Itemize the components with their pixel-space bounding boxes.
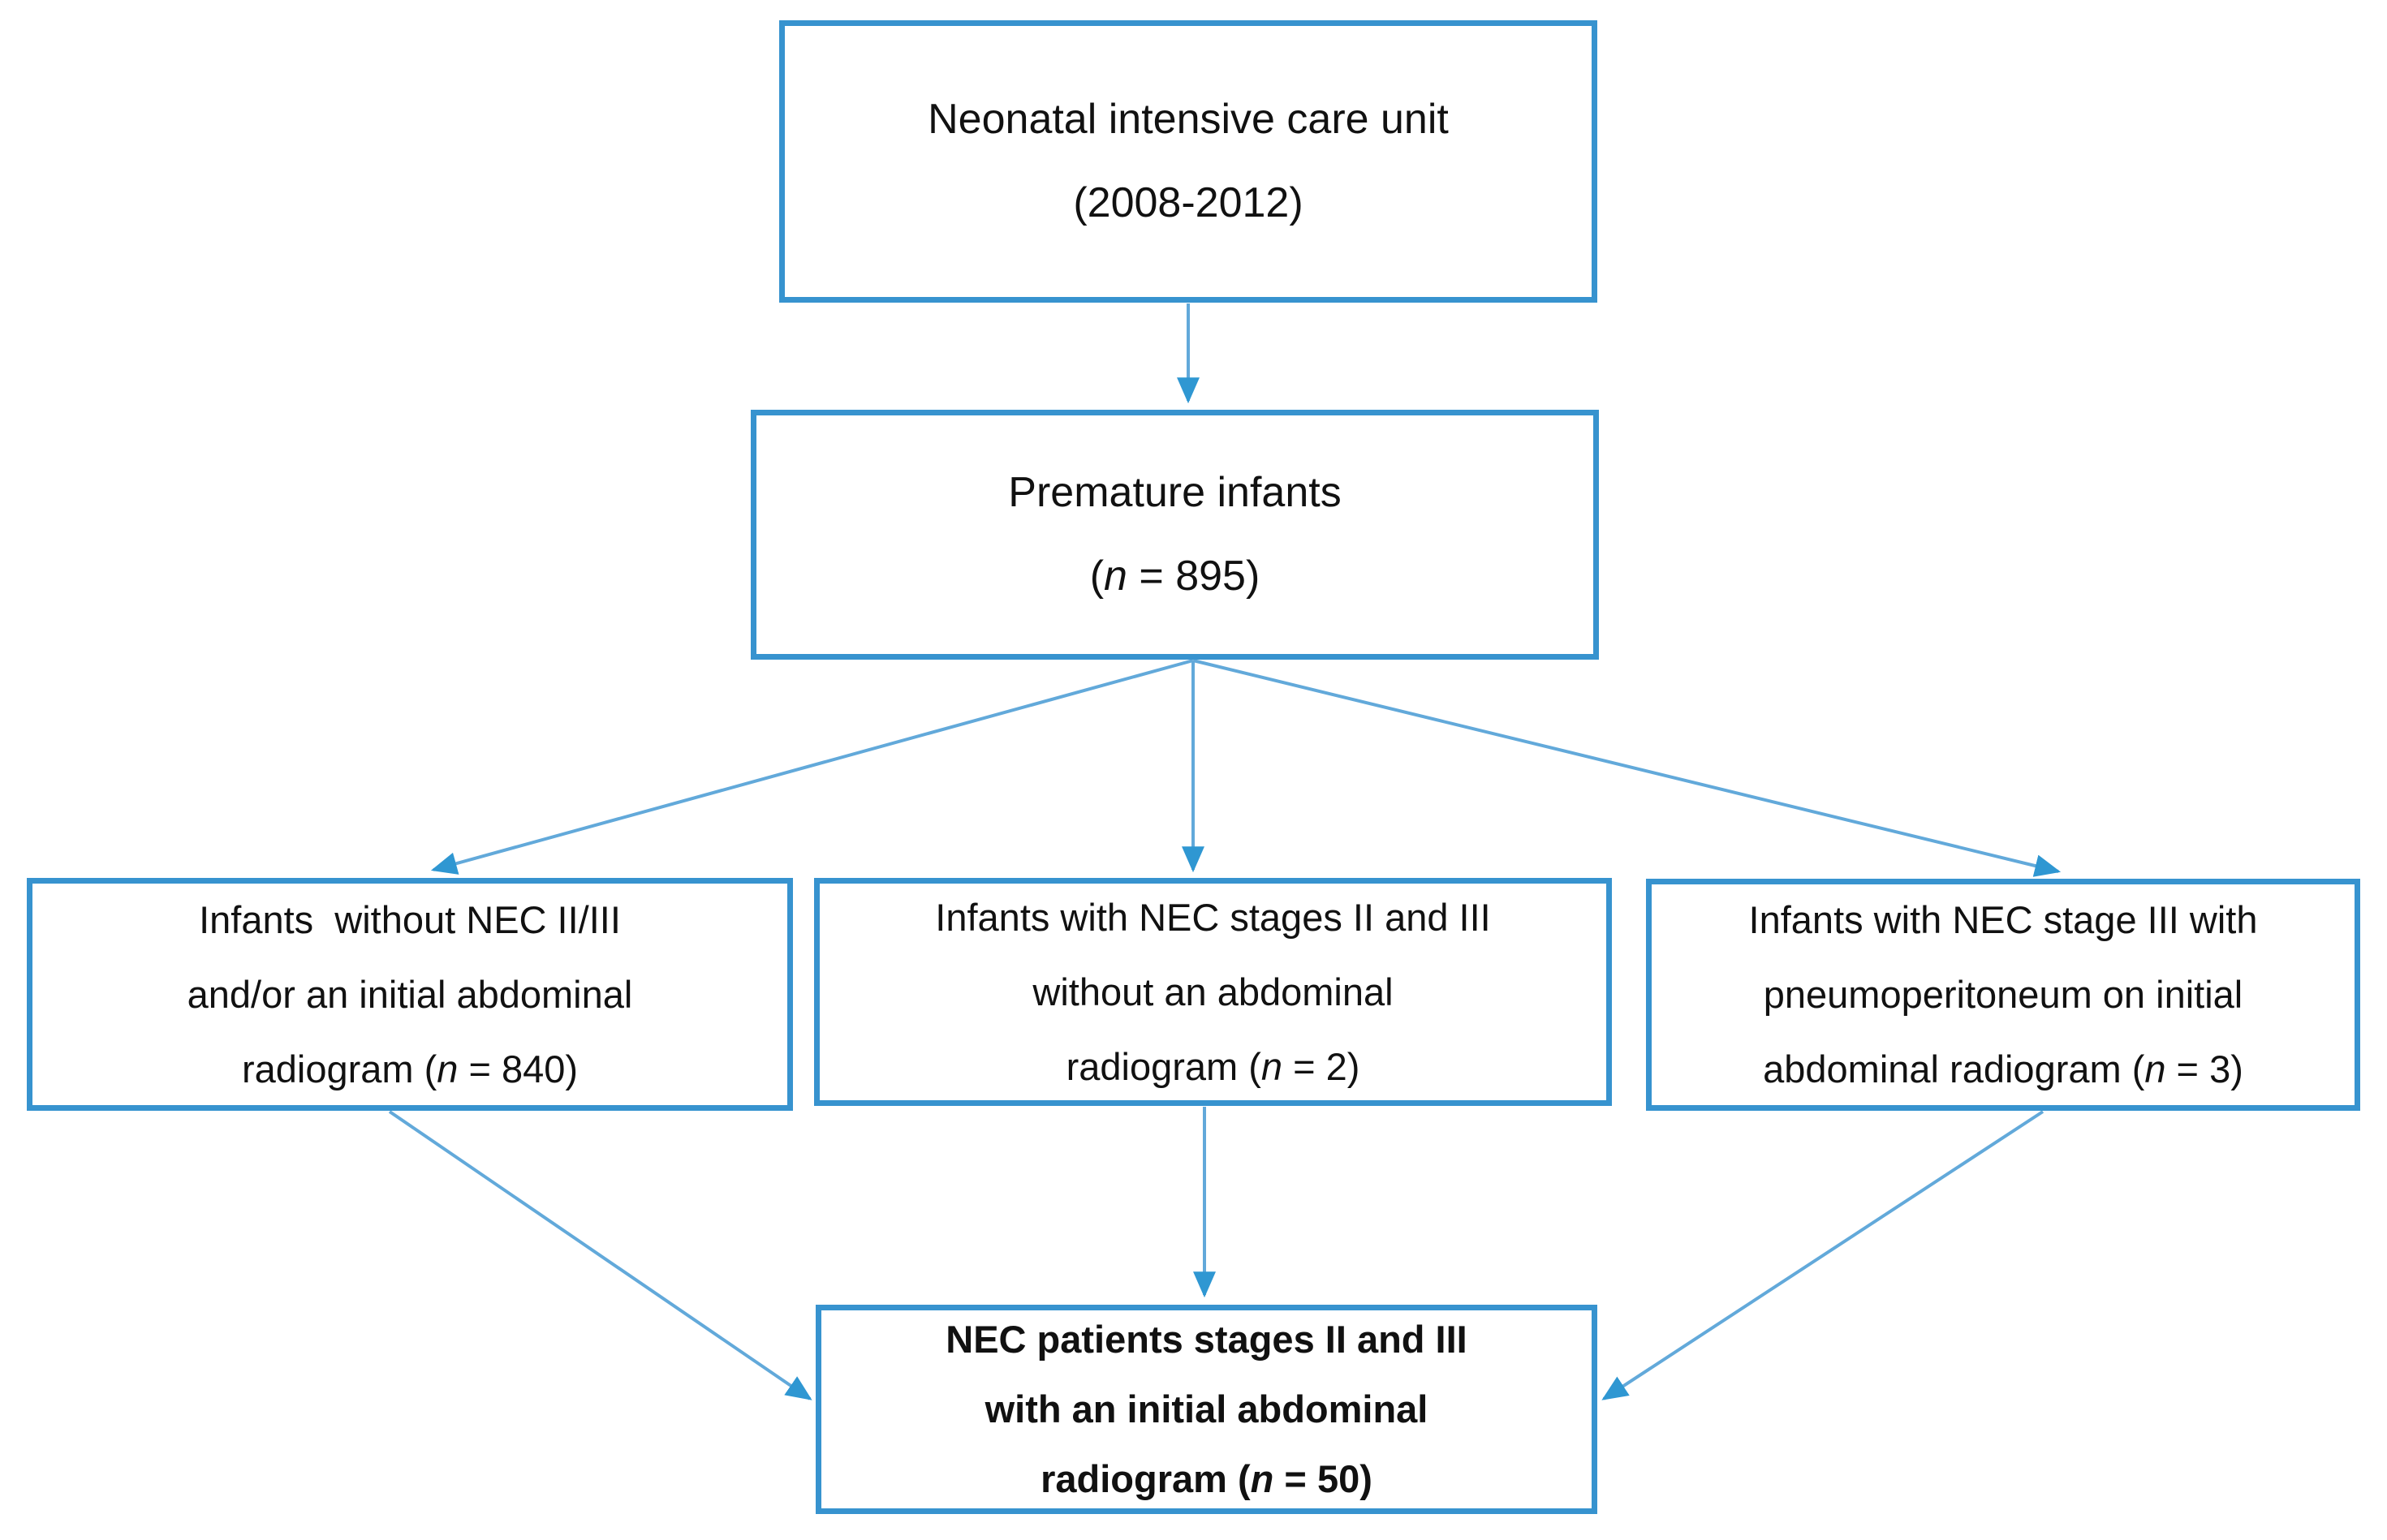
without-nec-line-2: and/or an initial abdominal: [187, 957, 633, 1032]
n-variable: n: [2144, 1047, 2166, 1090]
text-segment: Infants with NEC stage III with: [1748, 898, 2258, 941]
text-segment: NEC patients stages II and III: [946, 1318, 1467, 1361]
flow-box-premature: Premature infants (n = 895): [751, 410, 1599, 660]
n-variable: n: [1104, 553, 1127, 600]
text-segment: = 895): [1127, 553, 1260, 600]
text-segment: pneumoperitoneum on initial: [1763, 973, 2243, 1016]
text-segment: radiogram (: [241, 1047, 437, 1090]
text-segment: = 3): [2165, 1047, 2243, 1090]
premature-line-2: (n = 895): [1090, 535, 1260, 618]
arrow-premature-to-without-nec: [430, 659, 1194, 875]
nec-no-radiogram-line-1: Infants with NEC stages II and III: [935, 880, 1490, 955]
text-segment: (: [1089, 553, 1105, 600]
nicu-line-1: Neonatal intensive care unit: [928, 78, 1449, 161]
flow-box-nec-patients: NEC patients stages II and III with an i…: [816, 1305, 1597, 1514]
n-variable: n: [437, 1047, 459, 1090]
arrow-premature-to-nec-pneumoperitoneum: [1192, 659, 2062, 877]
nec-no-radiogram-line-2: without an abdominal: [1032, 955, 1393, 1030]
text-segment: with an initial abdominal: [985, 1387, 1428, 1430]
arrow-without-nec-to-nec-patients: [388, 1110, 812, 1400]
text-segment: = 50): [1273, 1457, 1372, 1500]
nec-patients-line-2: with an initial abdominal: [985, 1374, 1428, 1444]
without-nec-line-1: Infants without NEC II/III: [199, 883, 621, 957]
text-segment: Neonatal intensive care unit: [928, 96, 1449, 143]
flow-box-without-nec: Infants without NEC II/III and/or an ini…: [27, 878, 793, 1111]
text-segment: = 840): [458, 1047, 579, 1090]
text-segment: Premature infants: [1008, 469, 1342, 516]
text-segment: (2008-2012): [1073, 179, 1303, 226]
nec-pneumoperitoneum-line-1: Infants with NEC stage III with: [1749, 883, 2258, 957]
nec-pneumoperitoneum-line-3: abdominal radiogram (n = 3): [1763, 1032, 2243, 1107]
text-segment: abdominal radiogram (: [1763, 1047, 2145, 1090]
n-variable: n: [1260, 1044, 1283, 1088]
text-segment: Infants without NEC II/III: [199, 897, 621, 941]
text-segment: and/or an initial abdominal: [187, 972, 633, 1016]
text-segment: radiogram (: [1066, 1044, 1261, 1088]
arrow-nec-pneumoperitoneum-to-nec-patients: [1601, 1110, 2044, 1400]
premature-line-1: Premature infants: [1008, 451, 1341, 535]
text-segment: radiogram (: [1041, 1457, 1251, 1500]
nec-pneumoperitoneum-line-2: pneumoperitoneum on initial: [1764, 957, 2243, 1032]
nicu-line-2: (2008-2012): [1073, 161, 1303, 245]
nec-patients-line-1: NEC patients stages II and III: [946, 1305, 1467, 1374]
n-variable: n: [1250, 1457, 1274, 1500]
flow-box-nec-no-radiogram: Infants with NEC stages II and III witho…: [814, 878, 1612, 1106]
nec-patients-line-3: radiogram (n = 50): [1041, 1444, 1372, 1514]
text-segment: Infants with NEC stages II and III: [935, 895, 1491, 939]
flow-box-nec-pneumoperitoneum: Infants with NEC stage III with pneumope…: [1646, 879, 2360, 1111]
text-segment: = 2): [1282, 1044, 1360, 1088]
flow-box-nicu: Neonatal intensive care unit (2008-2012): [779, 20, 1597, 303]
without-nec-line-3: radiogram (n = 840): [242, 1032, 578, 1107]
text-segment: without an abdominal: [1032, 970, 1394, 1013]
nec-no-radiogram-line-3: radiogram (n = 2): [1066, 1030, 1360, 1104]
